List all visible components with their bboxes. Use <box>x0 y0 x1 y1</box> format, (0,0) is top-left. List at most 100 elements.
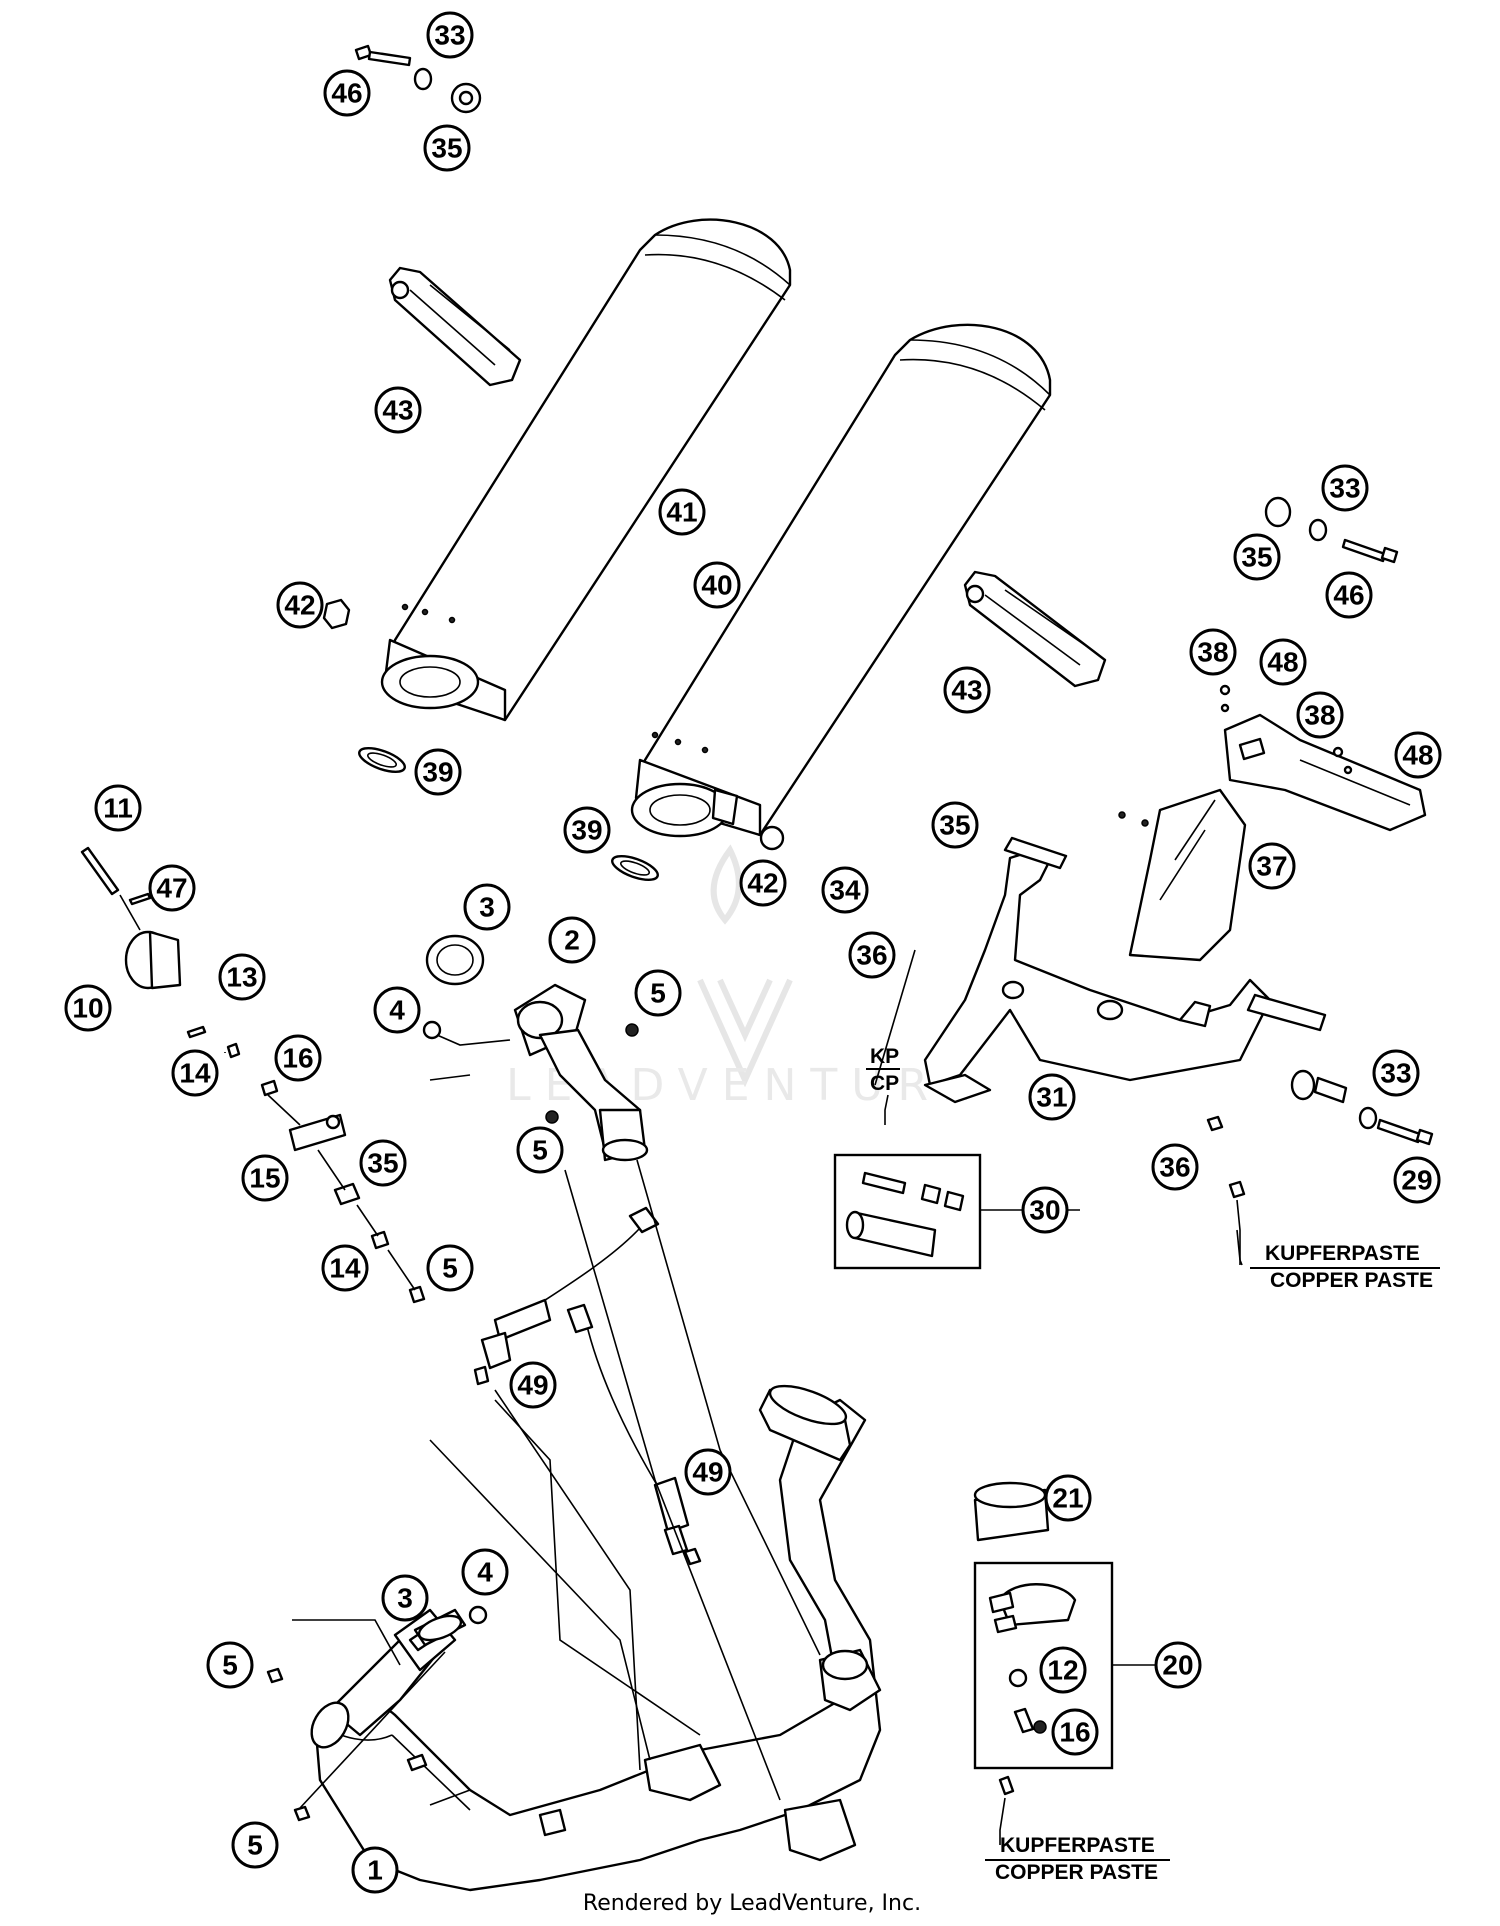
callout-c-5d[interactable]: 5 <box>206 1641 254 1689</box>
callout-c-36b[interactable]: 36 <box>1151 1143 1199 1191</box>
callout-c-43b[interactable]: 43 <box>943 666 991 714</box>
callout-c-35c[interactable]: 35 <box>931 801 979 849</box>
kp-cp-note: KP CP <box>866 1045 900 1095</box>
callout-c-5b[interactable]: 5 <box>634 969 682 1017</box>
callout-c-2[interactable]: 2 <box>548 916 596 964</box>
kupferpaste-right: KUPFERPASTE <box>1265 1242 1420 1265</box>
copper-paste-note-right: KUPFERPASTE COPPER PASTE <box>1250 1242 1440 1292</box>
callout-label: 41 <box>666 497 697 528</box>
callout-label: 3 <box>479 892 495 923</box>
callout-label: 5 <box>222 1650 238 1681</box>
callout-c-1[interactable]: 1 <box>351 1846 399 1894</box>
callout-c-47[interactable]: 47 <box>148 864 196 912</box>
callout-c-42a[interactable]: 42 <box>276 581 324 629</box>
callout-label: 42 <box>747 868 778 899</box>
y-pipe <box>923 836 1327 1104</box>
callout-label: 36 <box>856 940 887 971</box>
callout-c-34[interactable]: 34 <box>821 866 869 914</box>
callout-c-39a[interactable]: 39 <box>414 748 462 796</box>
callout-c-4a[interactable]: 4 <box>373 986 421 1034</box>
heat-shield <box>1118 684 1427 962</box>
callout-c-5e[interactable]: 5 <box>231 1821 279 1869</box>
callout-c-33a[interactable]: 33 <box>426 11 474 59</box>
callout-c-33c[interactable]: 33 <box>1372 1049 1420 1097</box>
silencer-bracket-rear <box>388 266 522 387</box>
callout-c-14b[interactable]: 14 <box>321 1244 369 1292</box>
callout-c-3a[interactable]: 3 <box>463 883 511 931</box>
callout-c-16b[interactable]: 16 <box>1051 1708 1099 1756</box>
callout-c-49b[interactable]: 49 <box>684 1448 732 1496</box>
callout-c-20[interactable]: 20 <box>1154 1641 1202 1689</box>
callout-label: 5 <box>532 1135 548 1166</box>
callout-c-39b[interactable]: 39 <box>563 806 611 854</box>
cp-label: CP <box>870 1072 899 1095</box>
callout-c-38a[interactable]: 38 <box>1189 628 1237 676</box>
callout-c-35d[interactable]: 35 <box>359 1139 407 1187</box>
header-pipe-1 <box>310 1384 882 1892</box>
callout-c-36a[interactable]: 36 <box>848 931 896 979</box>
callout-label: 38 <box>1304 700 1335 731</box>
callout-label: 20 <box>1162 1650 1193 1681</box>
callout-label: 35 <box>367 1148 398 1179</box>
callout-c-35b[interactable]: 35 <box>1233 533 1281 581</box>
copper-paste-note-bottom: KUPFERPASTE COPPER PASTE <box>985 1834 1170 1884</box>
callout-c-5a[interactable]: 5 <box>426 1244 474 1292</box>
callout-label: 5 <box>442 1253 458 1284</box>
callout-c-49a[interactable]: 49 <box>509 1361 557 1409</box>
callout-c-29[interactable]: 29 <box>1393 1156 1441 1204</box>
callout-c-5c[interactable]: 5 <box>516 1126 564 1174</box>
callout-c-43a[interactable]: 43 <box>374 386 422 434</box>
callout-c-12[interactable]: 12 <box>1039 1646 1087 1694</box>
callout-label: 29 <box>1401 1165 1432 1196</box>
oxygen-sensors <box>473 1206 702 1566</box>
callout-c-15[interactable]: 15 <box>241 1154 289 1202</box>
top-hardware-cluster <box>354 44 482 114</box>
callout-c-37[interactable]: 37 <box>1248 842 1296 890</box>
callout-label: 15 <box>249 1163 280 1194</box>
callout-c-41[interactable]: 41 <box>658 488 706 536</box>
callout-c-35a[interactable]: 35 <box>423 124 471 172</box>
callout-c-42b[interactable]: 42 <box>739 859 787 907</box>
callout-c-3b[interactable]: 3 <box>381 1574 429 1622</box>
lower-flange-hardware <box>266 1605 488 1822</box>
callout-c-21[interactable]: 21 <box>1044 1474 1092 1522</box>
callout-c-33b[interactable]: 33 <box>1321 464 1369 512</box>
callout-c-48b[interactable]: 48 <box>1394 731 1442 779</box>
header-flange-2 <box>422 934 649 1162</box>
callout-label: 35 <box>1241 542 1272 573</box>
callout-c-46a[interactable]: 46 <box>323 69 371 117</box>
callout-c-4b[interactable]: 4 <box>461 1548 509 1596</box>
callout-label: 5 <box>650 978 666 1009</box>
callout-label: 4 <box>389 995 405 1026</box>
callout-c-10[interactable]: 10 <box>64 984 112 1032</box>
callout-c-13[interactable]: 13 <box>218 953 266 1001</box>
callout-c-16a[interactable]: 16 <box>274 1034 322 1082</box>
kit-30-box <box>833 1153 982 1270</box>
clamp-stack-left <box>80 846 426 1304</box>
kupferpaste-bottom: KUPFERPASTE <box>1000 1834 1155 1857</box>
callout-label: 11 <box>103 793 133 824</box>
callout-label: 33 <box>1380 1058 1411 1089</box>
callout-label: 36 <box>1159 1152 1190 1183</box>
callout-c-30[interactable]: 30 <box>1021 1186 1069 1234</box>
callout-c-48a[interactable]: 48 <box>1259 638 1307 686</box>
callout-label: 48 <box>1402 740 1433 771</box>
callout-label: 34 <box>829 875 861 906</box>
callout-label: 14 <box>329 1253 361 1284</box>
copper-paste-right: COPPER PASTE <box>1270 1269 1433 1292</box>
callout-label: 39 <box>422 757 453 788</box>
callout-label: 39 <box>571 815 602 846</box>
callout-label: 38 <box>1197 637 1228 668</box>
silencer-bracket-front <box>963 570 1107 688</box>
callout-c-46b[interactable]: 46 <box>1325 571 1373 619</box>
callout-c-31[interactable]: 31 <box>1028 1073 1076 1121</box>
callout-c-14a[interactable]: 14 <box>171 1049 219 1097</box>
callout-label: 43 <box>951 675 982 706</box>
callout-label: 30 <box>1029 1195 1060 1226</box>
callout-c-11[interactable]: 11 <box>94 784 142 832</box>
callout-label: 33 <box>434 20 465 51</box>
callout-label: 33 <box>1329 473 1360 504</box>
callout-c-38b[interactable]: 38 <box>1296 691 1344 739</box>
callout-c-40[interactable]: 40 <box>693 561 741 609</box>
